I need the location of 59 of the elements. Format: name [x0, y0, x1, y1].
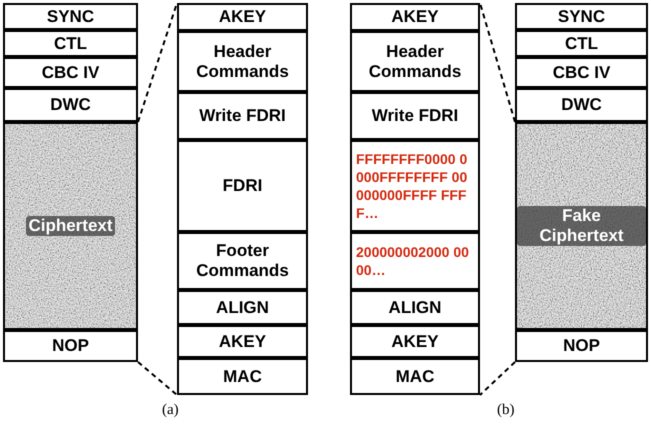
- field-box: [177, 232, 308, 290]
- field-label: AKEY: [218, 7, 266, 27]
- field-box: [177, 3, 308, 31]
- field-box: [350, 140, 480, 232]
- field-box: [177, 325, 308, 358]
- field-box: [177, 31, 308, 92]
- field-label: Header Commands: [195, 42, 290, 82]
- field-box: [177, 92, 308, 140]
- field-box: [350, 358, 480, 395]
- field-label: Header Commands: [368, 42, 462, 82]
- field-label: MAC: [223, 366, 262, 386]
- field-label: AKEY: [391, 7, 439, 27]
- field-label: NOP: [52, 336, 89, 356]
- field-label: Footer Commands: [195, 241, 290, 281]
- field-box: [350, 290, 480, 325]
- field-box: [515, 30, 648, 57]
- field-label: NOP: [563, 336, 600, 356]
- field-label: AKEY: [391, 332, 439, 352]
- field-label: FDRI: [222, 176, 262, 196]
- field-label: DWC: [561, 95, 602, 115]
- field-label: CTL: [54, 34, 88, 54]
- field-label: Write FDRI: [199, 106, 286, 126]
- field-label: ALIGN: [388, 298, 442, 318]
- field-label: SYNC: [558, 6, 606, 26]
- hex-value: 200000002000 0000…: [355, 243, 470, 280]
- field-box: [350, 325, 480, 358]
- zoom-line: [479, 361, 516, 396]
- panel-label: (a): [162, 402, 179, 419]
- field-box: [350, 232, 480, 290]
- panel-label: (b): [497, 402, 514, 419]
- field-label: Fake Ciphertext: [517, 206, 646, 246]
- field-box: [177, 140, 308, 232]
- field-box: [177, 290, 308, 325]
- field-box: [515, 88, 648, 122]
- field-label: SYNC: [46, 6, 94, 26]
- field-box: [177, 358, 308, 395]
- field-box: [515, 3, 648, 30]
- field-box: [3, 88, 138, 122]
- field-box: [350, 92, 480, 140]
- field-box: [3, 30, 138, 57]
- field-label: CBC IV: [42, 62, 100, 82]
- field-label: Write FDRI: [372, 106, 458, 126]
- field-label: CBC IV: [552, 62, 610, 82]
- zoom-line: [479, 2, 516, 122]
- zoom-line: [137, 361, 178, 396]
- field-box: [350, 31, 480, 92]
- hex-value: FFFFFFFF0000 0000FFFFFFFF 00000000FFFF FFFF…: [355, 150, 468, 223]
- field-label: AKEY: [218, 332, 266, 352]
- field-box: [350, 3, 480, 31]
- field-label: DWC: [50, 95, 91, 115]
- field-box: [515, 330, 648, 362]
- field-box: [3, 330, 138, 362]
- field-label: CTL: [564, 34, 598, 54]
- field-label: Ciphertext: [26, 216, 115, 236]
- field-label: MAC: [396, 366, 434, 386]
- field-box: [3, 3, 138, 30]
- field-box: [515, 57, 648, 88]
- field-box: [3, 57, 138, 88]
- field-label: ALIGN: [216, 298, 269, 318]
